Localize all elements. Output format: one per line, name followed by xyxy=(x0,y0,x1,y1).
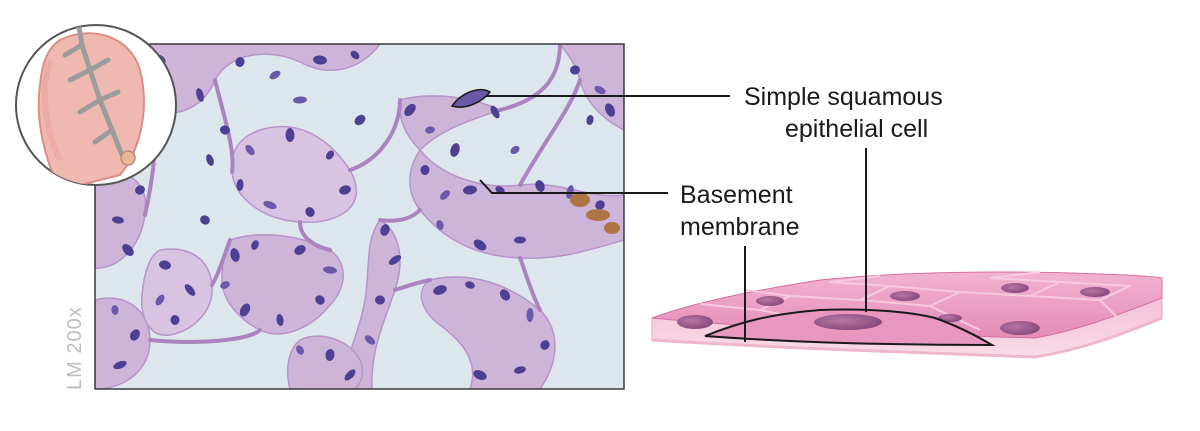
nucleus xyxy=(323,266,337,274)
nucleus xyxy=(594,85,606,95)
highlighted-cell-nucleus xyxy=(814,314,882,330)
nucleus xyxy=(344,369,356,381)
leader-lines xyxy=(479,95,867,342)
nucleus xyxy=(276,314,284,326)
nucleus xyxy=(514,366,526,374)
nucleus xyxy=(315,295,325,305)
nucleus xyxy=(526,308,534,322)
nucleus xyxy=(350,50,360,60)
nucleus xyxy=(220,125,230,135)
outlined-squamous-cell xyxy=(450,88,492,108)
nucleus xyxy=(473,239,487,251)
nucleus xyxy=(269,70,281,80)
nucleus xyxy=(220,281,230,289)
nucleus xyxy=(130,329,140,341)
leader-basement-micrograph xyxy=(479,179,668,194)
nucleus xyxy=(586,115,594,125)
cell-boundaries xyxy=(699,271,1131,331)
nucleus xyxy=(294,245,306,255)
nucleus xyxy=(595,200,605,210)
nucleus xyxy=(159,260,171,270)
label-basement-line2: membrane xyxy=(680,213,800,241)
nucleus xyxy=(184,284,196,296)
nucleus xyxy=(285,128,295,142)
nucleus xyxy=(570,65,580,75)
label-squamous-line1: Simple squamous xyxy=(744,83,943,111)
nucleus xyxy=(604,103,616,117)
nucleus xyxy=(354,114,366,126)
nucleus xyxy=(463,185,477,195)
basement-membrane-layer xyxy=(651,316,1163,359)
magnification-label: LM 200x xyxy=(64,306,86,390)
nucleus xyxy=(433,285,447,295)
nucleus xyxy=(239,303,251,317)
nucleus xyxy=(113,360,127,370)
brown-stain xyxy=(570,193,620,234)
nucleus xyxy=(155,294,165,306)
nucleus xyxy=(499,289,511,301)
nucleus xyxy=(510,145,520,155)
nucleus xyxy=(375,295,385,305)
nucleus xyxy=(235,57,245,67)
nucleus xyxy=(420,165,430,175)
nucleus xyxy=(245,144,255,156)
nucleus xyxy=(325,349,335,361)
nucleus xyxy=(305,207,315,217)
epithelium-sheet-illustration xyxy=(651,271,1163,359)
nucleus xyxy=(293,96,307,104)
micrograph-frame xyxy=(94,43,625,390)
nucleus xyxy=(196,88,204,102)
nucleus xyxy=(535,180,545,192)
nucleus xyxy=(251,240,259,250)
nucleus xyxy=(230,248,240,262)
lung-lobe xyxy=(37,32,145,185)
nucleus xyxy=(170,315,180,325)
nucleus xyxy=(465,281,475,289)
nucleus xyxy=(111,305,119,315)
nucleus xyxy=(450,143,460,157)
nucleus xyxy=(200,215,210,225)
sheet-nuclei xyxy=(677,283,1110,335)
nucleus xyxy=(380,224,390,236)
nucleus xyxy=(364,335,376,345)
nucleus xyxy=(339,185,351,195)
nucleus xyxy=(425,126,435,134)
nucleus xyxy=(495,186,505,194)
light-micrograph xyxy=(94,43,625,390)
nucleus xyxy=(440,190,450,200)
nucleus xyxy=(404,103,416,117)
nucleus xyxy=(473,370,487,380)
nucleus xyxy=(236,179,244,191)
label-squamous-line2: epithelial cell xyxy=(785,115,929,143)
nucleus xyxy=(514,236,526,244)
lung-locator-inset xyxy=(15,24,177,186)
nucleus xyxy=(540,340,550,350)
nucleus xyxy=(313,55,327,65)
nucleus xyxy=(325,150,335,160)
nucleus xyxy=(122,244,134,256)
alveolus-dot xyxy=(120,150,136,166)
nucleus xyxy=(263,200,277,210)
nucleus xyxy=(490,105,500,119)
nucleus xyxy=(135,185,145,195)
nucleus xyxy=(388,255,402,265)
cell-nuclei xyxy=(111,50,616,381)
nucleus xyxy=(436,220,444,230)
label-basement-line1: Basement xyxy=(680,181,793,209)
nucleus xyxy=(112,216,124,224)
nucleus xyxy=(296,345,304,355)
nucleus xyxy=(206,154,214,166)
